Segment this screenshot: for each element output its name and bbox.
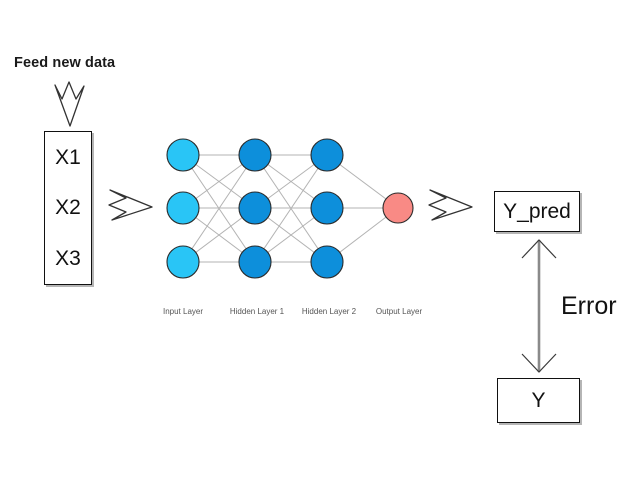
prediction-box: Y_pred (494, 191, 580, 232)
error-label: Error (561, 292, 617, 320)
network-node (310, 245, 344, 279)
network-node (238, 191, 272, 225)
network-node (166, 138, 200, 172)
network-edges (182, 154, 399, 263)
truth-box: Y (497, 378, 580, 423)
network-node (310, 138, 344, 172)
input-features-box: X1 X2 X3 (44, 131, 92, 285)
prediction-label: Y_pred (503, 199, 571, 223)
network-node (166, 245, 200, 279)
network-node (238, 245, 272, 279)
feed-new-data-label: Feed new data (14, 55, 116, 71)
input-variable-x2: X2 (55, 196, 81, 220)
network-node (310, 191, 344, 225)
network-node (166, 191, 200, 225)
layer-label-output: Output Layer (375, 307, 423, 316)
network-node (238, 138, 272, 172)
truth-label: Y (531, 388, 546, 412)
network-node (382, 192, 414, 224)
input-variable-x3: X3 (55, 247, 81, 271)
layer-label-hidden-2: Hidden Layer 2 (301, 307, 357, 316)
network-nodes (166, 138, 414, 279)
layer-label-hidden-1: Hidden Layer 1 (229, 307, 285, 316)
layer-label-input: Input Layer (162, 307, 204, 316)
input-variable-x1: X1 (55, 145, 81, 169)
